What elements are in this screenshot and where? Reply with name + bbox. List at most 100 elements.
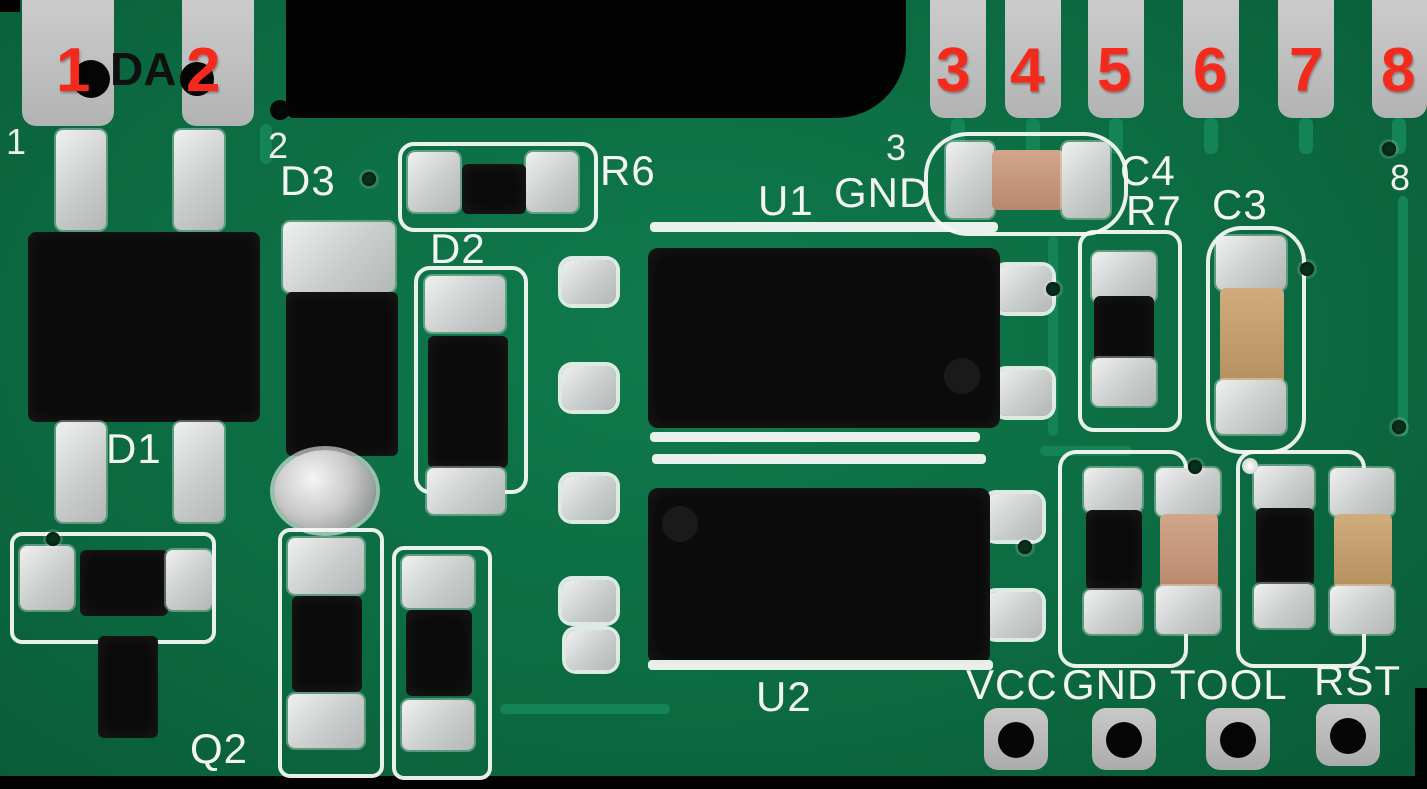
solder-blob (274, 450, 376, 532)
d2-pad-top (425, 276, 505, 332)
u2-pad-right-2 (986, 592, 1042, 638)
cluster-c-terminal-bottom (1156, 586, 1220, 634)
trace (260, 124, 272, 164)
q2-pad-top-2 (402, 556, 474, 608)
via (46, 532, 60, 546)
board-corner-top-left (0, 0, 20, 12)
gnd-hole (1106, 722, 1142, 758)
q2-pad-bottom-2 (402, 700, 474, 750)
pin-annotation-8: 8 (1381, 36, 1416, 105)
trace (1048, 236, 1058, 436)
d1-pad-top-right (174, 130, 224, 230)
u1-silk-bar-bottom (650, 432, 980, 442)
u2-pin1-dot (662, 506, 698, 542)
cluster-c2-terminal-bottom (1330, 586, 1394, 634)
board-bottom-edge (0, 776, 1427, 789)
d1-pad-bottom-left (56, 422, 106, 522)
u1-pad-left-2 (562, 366, 616, 410)
pin-annotation-6: 6 (1193, 36, 1228, 105)
silk-pin-number-1: 1 (6, 121, 27, 162)
pin-annotation-3: 3 (936, 36, 971, 105)
cluster-c-body (1160, 514, 1218, 590)
u2-body (648, 488, 990, 664)
c3-terminal-top (1216, 236, 1286, 290)
vcc-label: VCC (966, 661, 1058, 708)
r7-ref-label: R7 (1126, 187, 1182, 234)
u2-pad-right-1 (986, 494, 1042, 540)
c4-ref-label: C4 (1120, 147, 1176, 194)
r7-body (1094, 296, 1154, 364)
vcc-hole (998, 722, 1034, 758)
d2-ref-label: D2 (430, 225, 486, 272)
c4-silk-outline (924, 132, 1128, 236)
small-hole (270, 100, 290, 120)
r6-silk-outline (398, 142, 598, 232)
cluster-r2-pad-top (1254, 466, 1314, 510)
u2-pad-left-3 (566, 630, 616, 670)
tool-hole (1220, 722, 1256, 758)
u2-ref-label: U2 (756, 673, 812, 720)
r6-pad-right (526, 152, 578, 212)
via (1188, 460, 1202, 474)
r6-ref-label: R6 (600, 147, 656, 194)
via (1382, 142, 1396, 156)
r7-pad-bottom (1092, 358, 1156, 406)
pin-annotation-4: 4 (1010, 36, 1045, 105)
edge-pad-8 (1372, 0, 1427, 118)
pin-annotation-1: 1 (56, 36, 91, 105)
q2-pad-bottom-1 (288, 694, 364, 748)
bl-pad-right (166, 550, 212, 610)
d1-pad-bottom-right (174, 422, 224, 522)
board-top-notch (286, 0, 906, 118)
via (1018, 540, 1032, 554)
via (362, 172, 376, 186)
c4-terminal-left (946, 142, 994, 218)
r6-body (462, 164, 526, 214)
d1-ref-label: D1 (106, 425, 162, 472)
u1-body (648, 248, 1000, 428)
d3-ref-label: D3 (280, 157, 336, 204)
via (1392, 420, 1406, 434)
silk-pin-number-2: 2 (268, 125, 289, 166)
pin-annotation-5: 5 (1097, 36, 1132, 105)
bl-pad-left (20, 546, 74, 610)
gnd-top-label: GND (834, 169, 931, 216)
trace (1392, 118, 1406, 154)
c3-body (1220, 288, 1284, 384)
q2-body-1 (292, 596, 362, 692)
solder-point (1242, 458, 1258, 474)
u1-ref-label: U1 (758, 177, 814, 224)
rst-label: RST (1314, 657, 1401, 704)
d1-pad-top-left (56, 130, 106, 230)
u2-silk-bar-top (652, 454, 986, 464)
u2-pad-left-1 (562, 476, 616, 520)
cluster-c-terminal-top (1156, 468, 1220, 516)
d2-pad-bottom (427, 468, 505, 514)
u2-pad-left-2 (562, 580, 616, 622)
c3-ref-label: C3 (1212, 181, 1268, 228)
trace (500, 704, 670, 714)
c3-terminal-bottom (1216, 380, 1286, 434)
d2-body (428, 336, 508, 468)
cluster-r2-pad-bottom (1254, 584, 1314, 628)
c4-terminal-right (1062, 142, 1110, 218)
cluster-r-pad-bottom (1084, 590, 1142, 634)
gnd-bottom-label: GND (1062, 661, 1159, 708)
board-corner-bottom-right (1415, 688, 1427, 789)
cluster-r-pad-top (1084, 468, 1142, 512)
pad2-hole (180, 62, 214, 96)
r6-pad-left (408, 152, 460, 212)
edge-pad-7 (1278, 0, 1334, 118)
d1-body (28, 232, 260, 422)
trace (1398, 196, 1408, 436)
edge-pad-4 (1005, 0, 1061, 118)
d3-pad-top (283, 222, 395, 292)
u1-pin1-dot (944, 358, 980, 394)
cluster-c2-body (1334, 514, 1392, 588)
pin-annotation-2: 2 (186, 36, 221, 105)
r7-pad-top (1092, 252, 1156, 302)
q2-silk-outline-right (392, 546, 492, 780)
edge-pad-3 (930, 0, 986, 118)
trace (1026, 118, 1040, 154)
